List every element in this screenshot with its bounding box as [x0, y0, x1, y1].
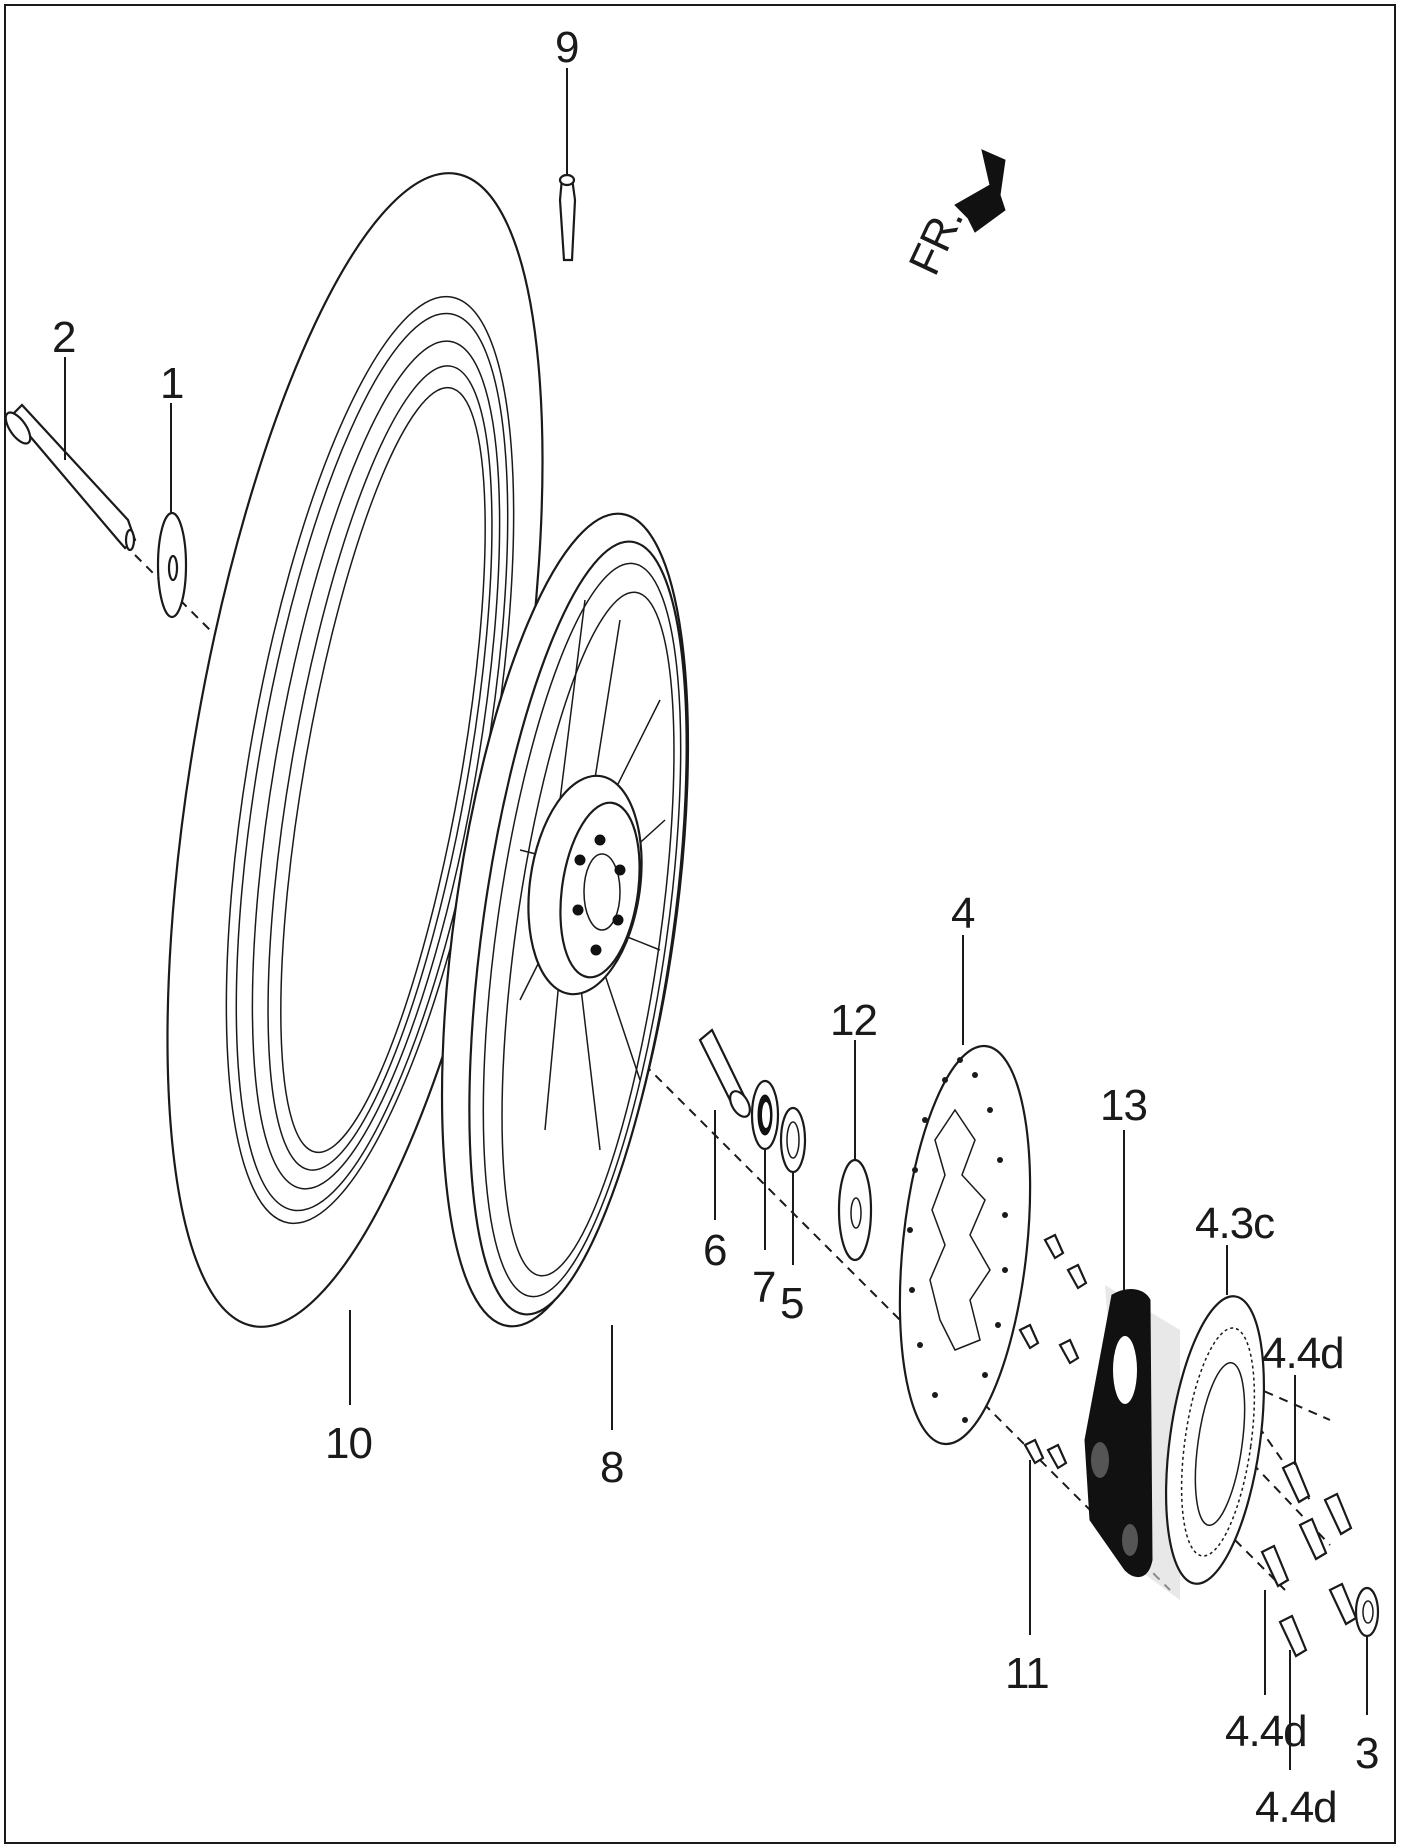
front-direction-marker: FR.: [900, 149, 1006, 282]
leader-lines: [64, 68, 1368, 1770]
spacer-part: [698, 1028, 751, 1118]
washer-part-1: [156, 511, 188, 619]
nut-part-3: [1354, 1586, 1380, 1638]
callout-13: 13: [1100, 1081, 1147, 1130]
brake-disc-part: [898, 1044, 1032, 1446]
callout-labels: 2 1 9 10 8 6 7 5 12 4 11 13 4.3c 4.4d 4.…: [52, 23, 1379, 1832]
callout-2: 2: [52, 313, 75, 362]
callout-3: 3: [1355, 1729, 1378, 1778]
bolt-axis-line-1: [1249, 1384, 1331, 1421]
direction-arrow-icon: [954, 149, 1006, 233]
bolt-axis-line-3: [1234, 1539, 1286, 1591]
washer-part-12: [837, 1158, 873, 1262]
callout-4-4d-bottom: 4.4d: [1255, 1783, 1337, 1832]
callout-4-4d-middle: 4.4d: [1225, 1707, 1307, 1756]
callout-5: 5: [780, 1279, 803, 1328]
callout-8: 8: [600, 1443, 623, 1492]
callout-1: 1: [160, 359, 183, 408]
callout-9: 9: [555, 23, 578, 72]
bearing-part-7: [750, 1079, 780, 1151]
screw-set-part-11: [1018, 1233, 1088, 1470]
axle-part: [4, 403, 137, 552]
callout-10: 10: [325, 1419, 372, 1468]
callout-12: 12: [830, 996, 877, 1045]
callout-4: 4: [951, 889, 975, 938]
bracket-plate-part: [1084, 1285, 1180, 1600]
callout-6: 6: [703, 1226, 726, 1275]
valve-stem-part: [558, 173, 577, 262]
sensor-ring-part: [1164, 1295, 1266, 1585]
callout-7: 7: [752, 1263, 775, 1312]
tire-part: [166, 172, 544, 1328]
callout-4-3c: 4.3c: [1195, 1199, 1274, 1248]
callout-11: 11: [1005, 1649, 1049, 1698]
callout-4-4d-top: 4.4d: [1262, 1329, 1344, 1378]
bolt-set-part-4-4d: [1260, 1460, 1358, 1658]
wheel-rim-part: [440, 512, 690, 1328]
seal-part-5: [779, 1106, 807, 1174]
